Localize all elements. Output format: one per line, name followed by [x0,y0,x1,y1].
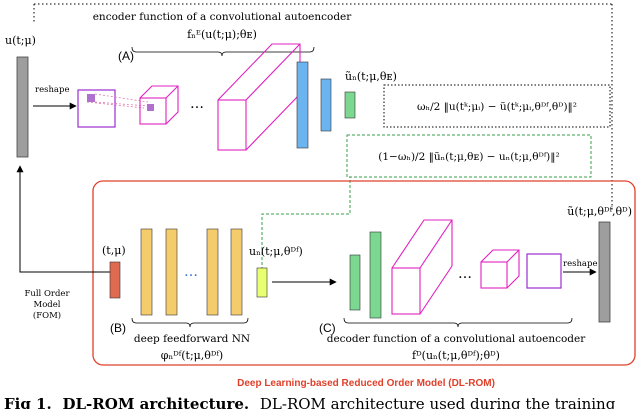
decoder-title: decoder function of a convolutional auto… [327,333,586,345]
reshaped-input-square [77,89,116,128]
encoder-title: encoder function of a convolutional auto… [93,11,353,23]
ffnn-layer-2 [165,228,178,316]
decoder-deconv-prism-1 [391,219,453,315]
fom-input-bar [16,56,29,158]
one-minus-omega-loss-formula: (1−ωₕ)/2 ‖ũₙ(t;μ,θᴇ) − uₙ(t;μ,θᴰᶠ)‖² [378,151,559,164]
decoder-reshape-label: reshape [563,259,597,269]
encoder-reshape-label: reshape [35,85,69,95]
ffnn-layer-4 [230,228,243,316]
ffnn-brace [131,317,249,328]
encoder-marker: (A) [118,49,134,63]
encoder-conv-prism-2 [217,43,301,151]
encoder-brace [131,46,315,57]
encoder-latent-label: ũₙ(t;μ,θᴇ) [345,70,397,83]
ffnn-output-label: uₙ(t;μ,θᴰᶠ) [249,245,303,258]
one-minus-omega-loss-box [346,134,592,178]
ffnn-marker: (B) [110,321,126,335]
fom-label-line-2: Model [33,300,60,310]
encoder-dense-layer-1 [296,61,309,149]
encoder-conv-cube-1 [139,85,179,125]
dl-rom-input-label: (t,μ) [102,244,126,257]
fom-input-label: u(t;μ) [5,34,36,47]
omega-loss-formula: ωₕ/2 ‖u(tᵏ;μᵢ) − ũ(tᵏ;μᵢ,θᴰᶠ,θᴰ)‖² [417,101,577,114]
dl-rom-region-label: Deep Learning-based Reduced Order Model … [237,378,495,389]
reconstructed-output-bar [598,221,611,323]
figure-caption: Fig 1. DL-ROM architecture. DL-ROM archi… [4,395,616,409]
caption-text: DL-ROM architecture used during the trai… [260,395,616,409]
fom-feedback-arrow [16,165,110,273]
encoder-dense-layer-2 [320,78,332,132]
kernel-projection-line-2 [94,101,149,107]
ffnn-ellipsis: … [184,264,198,280]
encoder-cube-patch [147,104,154,111]
decoder-output-square [526,253,562,289]
encoder-ellipsis: … [190,96,204,112]
ffnn-title: deep feedforward NN [134,333,250,345]
omega-loss-box [383,84,611,128]
decoder-dense-layer [369,231,382,319]
encoder-latent-layer [344,91,356,119]
kernel-projection-line-3 [86,101,145,109]
decoder-brace [343,317,573,328]
kernel-projection-line-1 [94,93,149,103]
decoder-deconv-cube-2 [480,249,520,289]
ffnn-layer-1 [140,228,153,316]
reconstructed-output-label: ũ(t;μ,θᴰᶠ,θᴰ) [567,205,632,218]
decoder-marker: (C) [319,321,336,335]
decoder-formula: fᴰ(uₙ(t;μ,θᴰᶠ);θᴰ) [412,349,500,362]
green-dashed-connector [261,177,351,290]
caption-bold-title: DL-ROM architecture. [63,395,250,409]
dl-rom-region-frame [92,180,636,366]
ffnn-formula: φₙᴰᶠ(t;μ,θᴰᶠ) [161,349,223,362]
dl-rom-input-layer [109,261,121,299]
conv-kernel-patch [87,94,95,102]
ffnn-layer-3 [206,228,219,316]
ffnn-output-layer [256,267,268,298]
fom-label-line-1: Full Order [24,289,70,299]
caption-fig-label: Fig 1. [4,395,52,409]
fom-label-line-3: (FOM) [33,310,61,321]
decoder-latent-layer [349,254,361,311]
encoder-formula: fₙᴱ(u(t;μ);θᴇ) [187,28,257,41]
decoder-ellipsis: … [458,266,472,282]
